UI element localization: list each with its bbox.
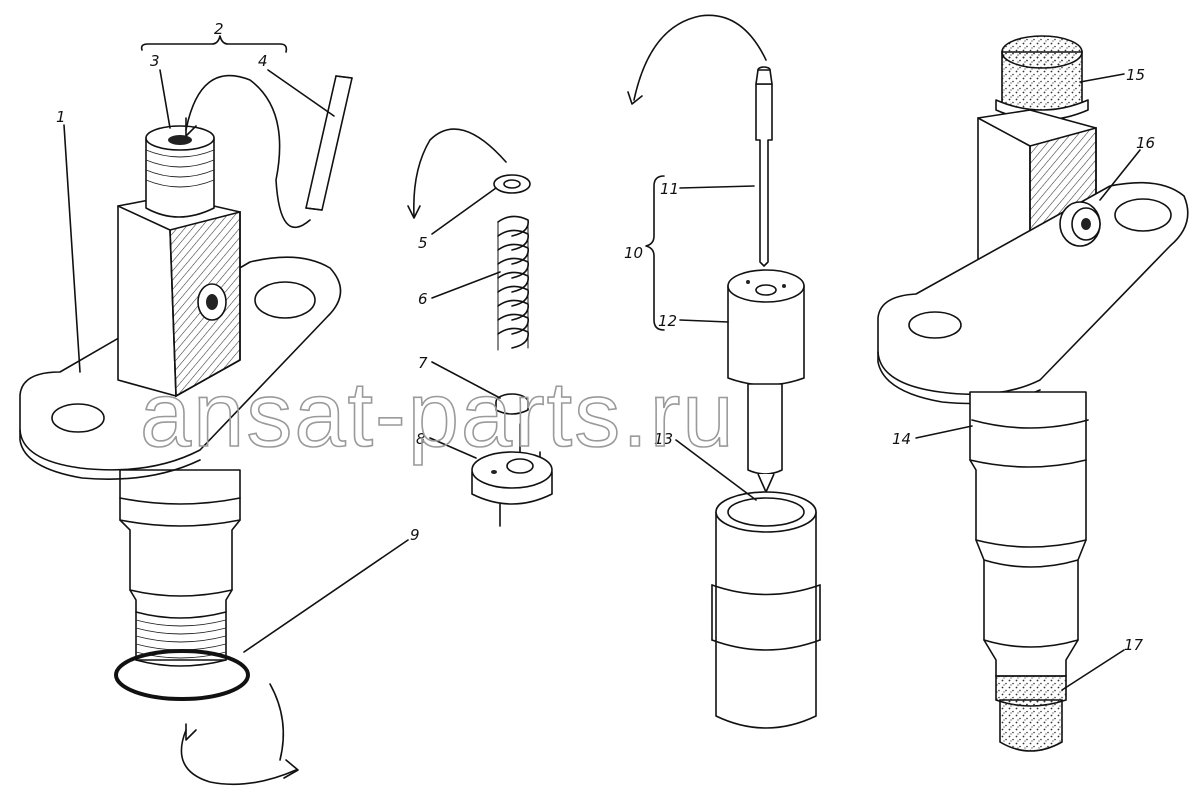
- part-labels: 1 2 3 4 5 6 7 8 9 10 11 12 13 14 15 16 1…: [56, 20, 1155, 654]
- label-4: 4: [258, 52, 268, 70]
- label-11: 11: [660, 180, 679, 198]
- washer: [493, 174, 531, 194]
- label-3: 3: [150, 52, 160, 70]
- leader-lines: [63, 35, 1141, 691]
- label-15: 15: [1126, 66, 1145, 84]
- label-13: 13: [654, 430, 673, 448]
- label-8: 8: [416, 430, 426, 448]
- spring-seat: [495, 393, 529, 415]
- label-7: 7: [418, 354, 428, 372]
- nozzle-needle: [755, 66, 773, 267]
- label-14: 14: [892, 430, 911, 448]
- label-5: 5: [418, 234, 428, 252]
- injector-body-assembly: [19, 125, 342, 701]
- label-17: 17: [1124, 636, 1144, 654]
- label-10: 10: [624, 244, 643, 262]
- spring: [497, 215, 529, 351]
- injector-assembled: [877, 35, 1189, 752]
- label-16: 16: [1136, 134, 1155, 152]
- label-12: 12: [658, 312, 677, 330]
- filter-element: [305, 75, 353, 211]
- nozzle-nut: [711, 491, 821, 729]
- assembly-arrows: [180, 14, 767, 786]
- label-1: 1: [56, 108, 66, 126]
- watermark: ansat-parts.ru: [140, 364, 736, 466]
- nozzle-body: [727, 269, 805, 493]
- label-2: 2: [214, 20, 224, 38]
- label-9: 9: [410, 526, 420, 544]
- spacer-plate: [471, 423, 553, 527]
- label-6: 6: [418, 290, 428, 308]
